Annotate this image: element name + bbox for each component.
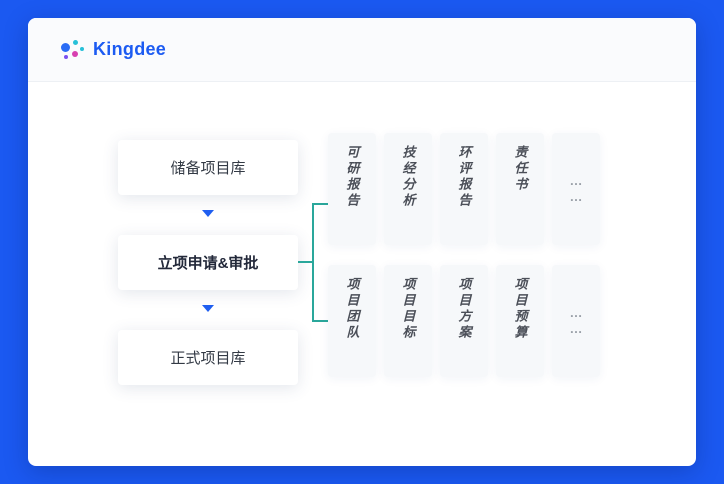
document-card: 环评报告	[440, 133, 488, 245]
document-card: 项目方案	[440, 265, 488, 377]
content-panel: Kingdee 储备项目库 立项申请&审批 正式项目库 可研报告 技经分析 环评…	[28, 18, 696, 466]
ellipsis-label: ……	[568, 305, 584, 337]
flow-stage-formal-library: 正式项目库	[118, 330, 298, 385]
document-card-label: 项目方案	[456, 277, 472, 341]
more-documents-card: ……	[552, 265, 600, 377]
document-card-label: 可研报告	[344, 145, 360, 209]
document-card-label: 技经分析	[400, 145, 416, 209]
flow-stage-approval: 立项申请&审批	[118, 235, 298, 290]
more-documents-card: ……	[552, 133, 600, 245]
flow-stage-reserve-library: 储备项目库	[118, 140, 298, 195]
connector-line	[312, 203, 314, 322]
document-card: 责任书	[496, 133, 544, 245]
document-card-label: 责任书	[512, 145, 528, 193]
flow-stage-label: 正式项目库	[170, 350, 246, 367]
document-card-label: 项目预算	[512, 277, 528, 341]
kingdee-logo-icon	[60, 37, 86, 63]
connector-line	[312, 320, 328, 322]
arrow-down-icon	[202, 210, 214, 217]
connector-line	[298, 261, 313, 263]
document-card: 项目目标	[384, 265, 432, 377]
brand-name: Kingdee	[93, 39, 167, 59]
document-card-label: 环评报告	[456, 145, 472, 209]
document-card: 项目团队	[328, 265, 376, 377]
ellipsis-label: ……	[568, 173, 584, 205]
arrow-down-icon	[202, 305, 214, 312]
header-bar: Kingdee	[28, 18, 696, 82]
document-card-label: 项目目标	[400, 277, 416, 341]
connector-line	[312, 203, 328, 205]
document-card: 技经分析	[384, 133, 432, 245]
document-card-label: 项目团队	[344, 277, 360, 341]
document-card: 项目预算	[496, 265, 544, 377]
flow-stage-label: 储备项目库	[170, 160, 246, 177]
document-card: 可研报告	[328, 133, 376, 245]
flow-stage-label: 立项申请&审批	[157, 255, 259, 272]
